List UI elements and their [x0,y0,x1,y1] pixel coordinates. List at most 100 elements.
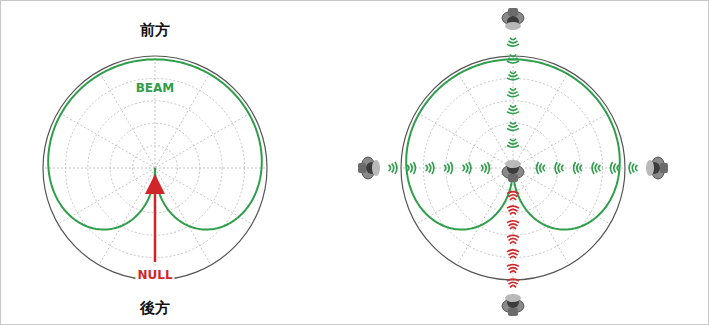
wave-arc [469,162,471,174]
wave-arc [510,213,516,215]
wave-arc [507,44,519,46]
null-label: NULL [135,268,174,282]
wave-arc [629,162,631,174]
grid-spoke [457,71,513,168]
grid-spoke [416,112,513,168]
grid-spoke [513,112,610,168]
wave-arc [632,164,634,173]
grid-ring [468,123,558,213]
grid-spoke [416,168,513,224]
grid-spoke [155,56,156,168]
wave-arc [509,253,518,255]
wave-arc [509,268,518,270]
wave-arc [507,61,519,63]
wave-arc [487,162,489,174]
wave-arc [509,239,518,241]
wave-arc [509,125,518,127]
wave-arc [510,285,516,287]
wave-arc [577,164,579,173]
person-icon [646,157,668,179]
wave-arc [543,165,545,171]
wave-arc [410,164,412,173]
wave-arc [432,162,434,174]
wave-arc [463,165,465,171]
wave-arc [507,112,519,114]
wave-arc [598,165,600,171]
grid-ring [446,101,580,235]
wave-arc [510,271,516,273]
wave-arc [509,195,518,197]
wave-arc [555,162,557,174]
outer-ring [43,56,267,280]
cardioid-pattern [406,59,620,229]
grid-spoke [155,168,211,265]
wave-arc [509,209,518,211]
wave-arc [561,165,563,171]
wave-arc [509,75,518,77]
wave-arc [509,58,518,60]
person-icon [502,160,524,182]
wave-arc [617,165,619,171]
grid-spoke [43,168,155,169]
grid-spoke [513,168,610,224]
wave-arc [510,71,516,73]
wave-arc [510,38,516,40]
wave-arc [507,250,519,252]
direction-label: 前方 [140,21,170,40]
wave-arc [507,235,519,237]
wave-arc [509,224,518,226]
wave-arc [509,92,518,94]
wave-arc [510,256,516,258]
wave-arc [574,162,576,174]
wave-arc [426,165,428,171]
wave-arc [407,165,409,171]
wave-arc [507,145,519,147]
wave-arc [537,162,539,174]
wave-arc [510,88,516,90]
wave-arc [447,164,449,173]
polar-grid [401,56,625,280]
wave-arc [481,165,483,171]
wave-arc [509,282,518,284]
null-arrow [154,184,157,262]
wave-arc [509,41,518,43]
wave-arc [507,128,519,130]
wave-arc [466,164,468,173]
wave-arc [611,162,613,174]
wave-arc [595,164,597,173]
wave-arc [580,165,582,171]
grid-spoke [99,168,155,265]
wave-arc [444,165,446,171]
outer-ring [401,56,625,280]
grid-spoke [155,168,252,224]
beam-label: BEAM [134,81,177,95]
grid-spoke [155,168,156,280]
wave-arc [510,227,516,229]
wave-arc [510,198,516,200]
wave-arc [395,162,397,174]
polar-grid [43,56,267,280]
wave-arc [450,162,452,174]
grid-spoke [401,168,513,169]
sound-waves [389,38,638,288]
wave-arc [510,122,516,124]
wave-arc [510,139,516,141]
wave-arc [592,162,594,174]
wave-arc [635,165,637,171]
wave-arc [558,164,560,173]
grid-spoke [457,168,513,265]
grid-ring [423,78,602,257]
wave-arc [507,221,519,223]
wave-arc [392,164,394,173]
grid-spoke [58,112,155,168]
wave-arc [413,162,415,174]
wave-arc [510,242,516,244]
grid-spoke [58,168,155,224]
wave-arc [614,164,616,173]
wave-arc [507,264,519,266]
person-icon [502,294,524,316]
grid-spoke [155,112,252,168]
